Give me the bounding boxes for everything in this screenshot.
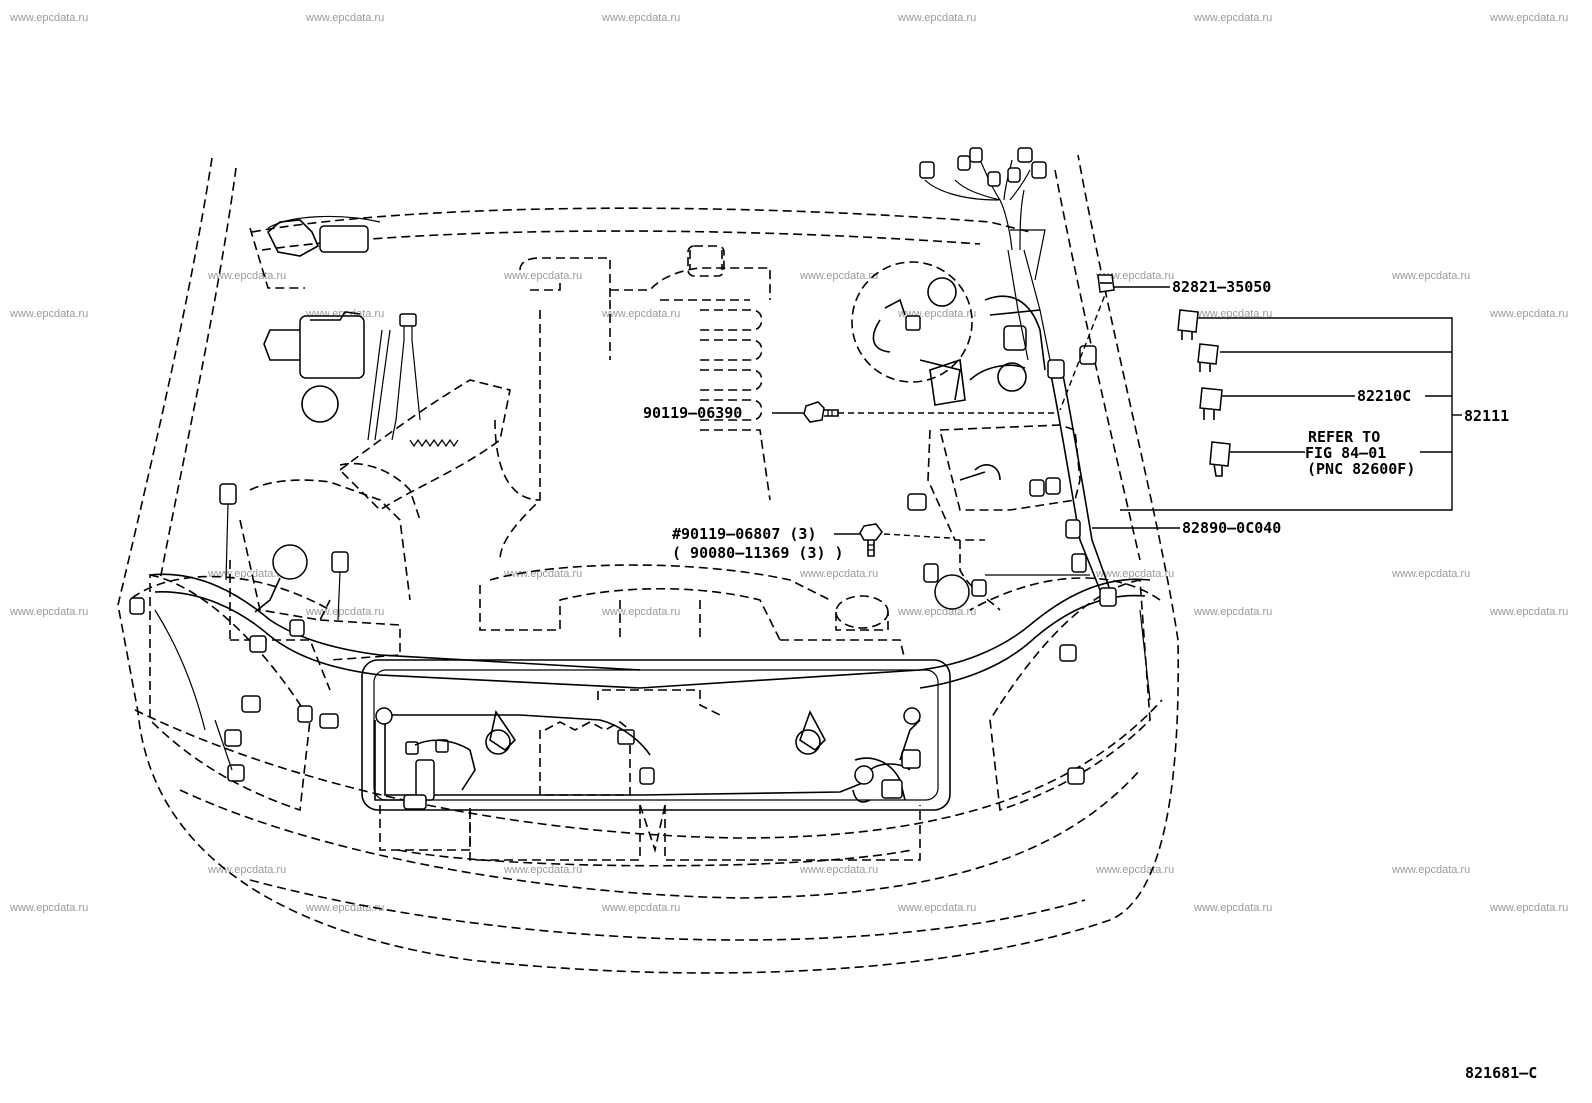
- label-82111: 82111: [1464, 407, 1509, 425]
- watermark-text: www.epcdata.ru: [1193, 902, 1272, 914]
- watermark-text: www.epcdata.ru: [1095, 864, 1174, 876]
- watermark-text: www.epcdata.ru: [1489, 606, 1568, 618]
- watermark-text: www.epcdata.ru: [9, 12, 88, 24]
- watermark-text: www.epcdata.ru: [9, 606, 88, 618]
- label-refer-to: REFER TO: [1308, 428, 1380, 446]
- relay-icon: [1199, 387, 1223, 420]
- watermark-text: www.epcdata.ru: [897, 902, 976, 914]
- watermark-text: www.epcdata.ru: [1391, 270, 1470, 282]
- watermark-text: www.epcdata.ru: [9, 308, 88, 320]
- engine-assembly: [229, 245, 906, 691]
- relay-icon: [1197, 343, 1219, 372]
- watermark-text: www.epcdata.ru: [503, 864, 582, 876]
- callout-parts: [803, 274, 1231, 557]
- watermark-text: www.epcdata.ru: [601, 308, 680, 320]
- label-refer-fig: FIG 84–01: [1305, 444, 1386, 462]
- watermark-text: www.epcdata.ru: [1489, 12, 1568, 24]
- watermark-text: www.epcdata.ru: [1489, 308, 1568, 320]
- label-90080-11369: ( 90080–11369 (3) ): [672, 544, 844, 562]
- figure-id: 821681–C: [1465, 1064, 1537, 1082]
- watermark-text: www.epcdata.ru: [207, 270, 286, 282]
- callout-labels: 82821–35050 82210C 82111 REFER TO FIG 84…: [643, 278, 1537, 1082]
- watermark-text: www.epcdata.ru: [305, 902, 384, 914]
- watermark-text: www.epcdata.ru: [503, 568, 582, 580]
- watermark-text: www.epcdata.ru: [601, 606, 680, 618]
- watermark-text: www.epcdata.ru: [1193, 12, 1272, 24]
- watermark-text: www.epcdata.ru: [9, 902, 88, 914]
- screw-icon: [859, 523, 883, 557]
- front-harness: [374, 707, 921, 810]
- leader-lines: [772, 286, 1462, 539]
- watermark-layer: www.epcdata.ru www.epcdata.ru www.epcdat…: [9, 12, 1568, 914]
- watermark-text: www.epcdata.ru: [799, 568, 878, 580]
- watermark-text: www.epcdata.ru: [207, 864, 286, 876]
- connector-icon: [1209, 441, 1231, 477]
- watermark-text: www.epcdata.ru: [503, 270, 582, 282]
- watermark-text: www.epcdata.ru: [1095, 568, 1174, 580]
- label-90119-06807: #90119–06807 (3): [672, 525, 817, 543]
- label-82210c: 82210C: [1357, 387, 1411, 405]
- watermark-text: www.epcdata.ru: [799, 270, 878, 282]
- watermark-text: www.epcdata.ru: [1193, 606, 1272, 618]
- watermark-text: www.epcdata.ru: [1095, 270, 1174, 282]
- watermark-text: www.epcdata.ru: [1391, 568, 1470, 580]
- radiator-support: [361, 659, 951, 867]
- label-82890-0c040: 82890–0C040: [1182, 519, 1281, 537]
- watermark-text: www.epcdata.ru: [1391, 864, 1470, 876]
- watermark-text: www.epcdata.ru: [601, 12, 680, 24]
- label-refer-pnc: (PNC 82600F): [1307, 460, 1415, 478]
- watermark-text: www.epcdata.ru: [305, 12, 384, 24]
- watermark-text: www.epcdata.ru: [1193, 308, 1272, 320]
- relay-icon: [1097, 274, 1115, 293]
- relay-icon: [1177, 309, 1199, 340]
- left-side-components: [129, 215, 641, 782]
- vehicle-body-outline: [117, 154, 1180, 974]
- right-side-components: [639, 147, 1151, 785]
- watermark-text: www.epcdata.ru: [897, 606, 976, 618]
- label-82821-35050: 82821–35050: [1172, 278, 1271, 296]
- bolt-icon: [803, 401, 839, 423]
- watermark-text: www.epcdata.ru: [897, 12, 976, 24]
- watermark-text: www.epcdata.ru: [305, 606, 384, 618]
- watermark-text: www.epcdata.ru: [601, 902, 680, 914]
- label-90119-06390: 90119–06390: [643, 404, 742, 422]
- watermark-text: www.epcdata.ru: [799, 864, 878, 876]
- watermark-text: www.epcdata.ru: [1489, 902, 1568, 914]
